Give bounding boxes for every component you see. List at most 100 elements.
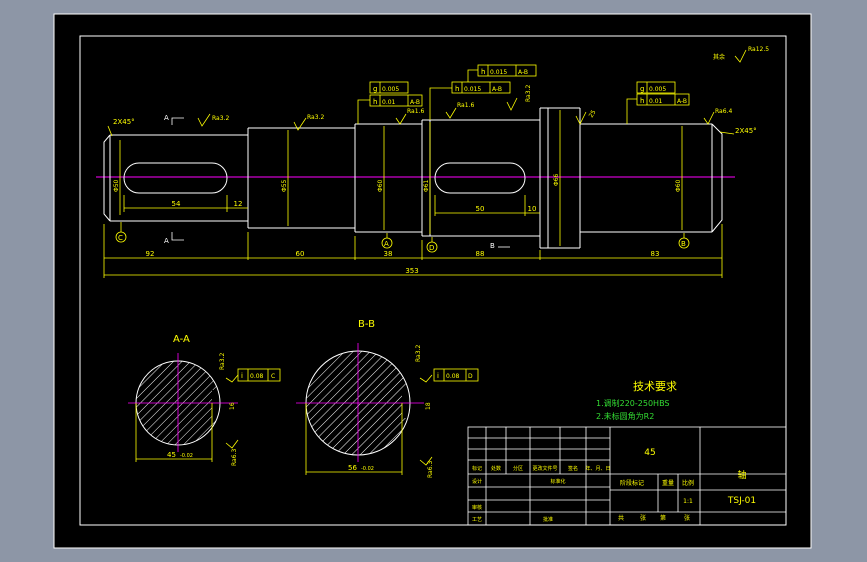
roughness-1: Ra3.2 [212, 115, 229, 122]
sheet-no: 第 [660, 514, 666, 522]
cut-b-mark: B [490, 242, 495, 250]
roughness-5: Ra3.2 [525, 85, 532, 102]
roughness-others: Ra12.5 [748, 46, 769, 53]
section-bb-tol-val: 0.08 [446, 373, 460, 380]
tol1-sym: g [373, 85, 377, 93]
row-process: 工艺 [472, 517, 482, 523]
key1-offset: 12 [234, 200, 243, 208]
section-aa-ra2: Ra6.3 [231, 449, 238, 466]
header-mark: 标记 [472, 465, 482, 472]
tech-req-line2: 2.未标圆角为R2 [596, 411, 654, 421]
roughness-3: Ra1.6 [407, 108, 424, 115]
scale-value: 1:1 [683, 498, 693, 505]
row-review: 审核 [472, 504, 482, 511]
section-bb-title: B-B [358, 319, 375, 330]
scale-label: 比例 [682, 479, 694, 487]
len-83: 83 [651, 250, 660, 258]
dia-1: Φ50 [113, 179, 120, 192]
tolerance-frames [357, 64, 690, 124]
chamfer-right-leader [719, 131, 735, 135]
section-bb-tol-ref: D [468, 373, 473, 380]
section-aa-ra: Ra3.2 [219, 353, 226, 370]
header-sign: 签名 [568, 465, 578, 472]
tol5-val: 0.005 [649, 86, 666, 93]
section-aa-title: A-A [173, 334, 190, 345]
key1-length: 54 [172, 200, 181, 208]
cut-a-bottom: A [164, 237, 169, 245]
section-aa-tol: -0.02 [180, 453, 193, 459]
cut-a-top: A [164, 114, 169, 122]
part-name: 轴 [737, 469, 746, 481]
roughness-6: 25 [588, 109, 598, 119]
roughness-10: Ra6.4 [715, 108, 732, 115]
tech-req-title: 技术要求 [633, 380, 677, 393]
tol6-val: 0.01 [649, 98, 663, 105]
datum-c: C [118, 234, 123, 242]
section-bb-dims [305, 368, 479, 475]
section-bb-tol: -0.02 [361, 466, 374, 472]
drawing-number: TSJ-01 [727, 496, 756, 506]
tol2-val: 0.01 [382, 99, 396, 106]
section-cut-marks [171, 117, 510, 248]
roughness-4: Ra1.6 [457, 102, 474, 109]
datum-symbols [115, 222, 690, 253]
len-88: 88 [476, 250, 485, 258]
stage-label: 阶段标记 [620, 479, 644, 487]
section-bb-dim: 56 [348, 464, 357, 472]
section-aa-dims [135, 368, 281, 462]
section-bb-ra: Ra3.2 [415, 345, 422, 362]
sheet-total: 共 [618, 514, 624, 522]
tol3-val: 0.015 [464, 86, 481, 93]
chamfer-left-leader [107, 125, 113, 137]
section-aa-width: 16 [229, 402, 236, 410]
section-bb-ra2: Ra6.3 [427, 461, 434, 478]
tol1-val: 0.005 [382, 86, 399, 93]
len-38: 38 [384, 250, 393, 258]
sheet-unit: 张 [640, 514, 646, 522]
tol5-sym: g [640, 85, 644, 93]
tech-req-line1: 1.调制220-250HBS [596, 398, 670, 408]
dia-4: Φ61 [423, 179, 430, 192]
tol3-sym: h [455, 85, 459, 93]
weight-label: 重量 [662, 479, 674, 487]
tol3-ref: A-B [492, 86, 502, 93]
diameter-dimensions [119, 110, 683, 246]
datum-d: D [429, 244, 434, 252]
section-bb-width: 18 [425, 402, 432, 410]
tol6-ref: A-B [677, 98, 687, 105]
dia-6: Φ60 [675, 179, 682, 192]
section-bb-tol-sym: i [437, 372, 439, 380]
section-aa-tol-val: 0.08 [250, 373, 264, 380]
row-approve: 批准 [543, 516, 553, 523]
section-aa-dim: 45 [167, 451, 176, 459]
sheet-unit2: 张 [684, 514, 690, 522]
datum-b: B [681, 240, 686, 248]
len-total: 353 [405, 267, 418, 275]
roughness-marks [197, 49, 747, 131]
dia-5: Φ66 [553, 173, 560, 186]
section-aa-tol-sym: i [241, 372, 243, 380]
row-design: 设计 [472, 478, 482, 485]
dia-3: Φ60 [377, 179, 384, 192]
header-date: 年、月、日 [585, 465, 610, 472]
roughness-others-prefix: 其余 [713, 53, 725, 61]
chamfer-left: 2X45° [113, 118, 135, 126]
key2-offset: 10 [528, 205, 537, 213]
length-dimensions [103, 195, 723, 278]
roughness-2: Ra3.2 [307, 114, 324, 121]
tol2-sym: h [373, 98, 377, 106]
tol2-ref: A-B [410, 99, 420, 106]
shaft-outline [103, 107, 723, 249]
chamfer-right: 2X45° [735, 127, 757, 135]
title-block-grid [467, 426, 787, 526]
drawing-frame [79, 35, 787, 526]
section-aa-tol-ref: C [271, 373, 275, 380]
len-60: 60 [296, 250, 305, 258]
datum-a: A [384, 240, 389, 248]
header-zone: 分区 [513, 465, 523, 472]
header-doc: 更改文件号 [532, 465, 557, 472]
len-92: 92 [146, 250, 155, 258]
tol4-ref: A-B [518, 69, 528, 76]
